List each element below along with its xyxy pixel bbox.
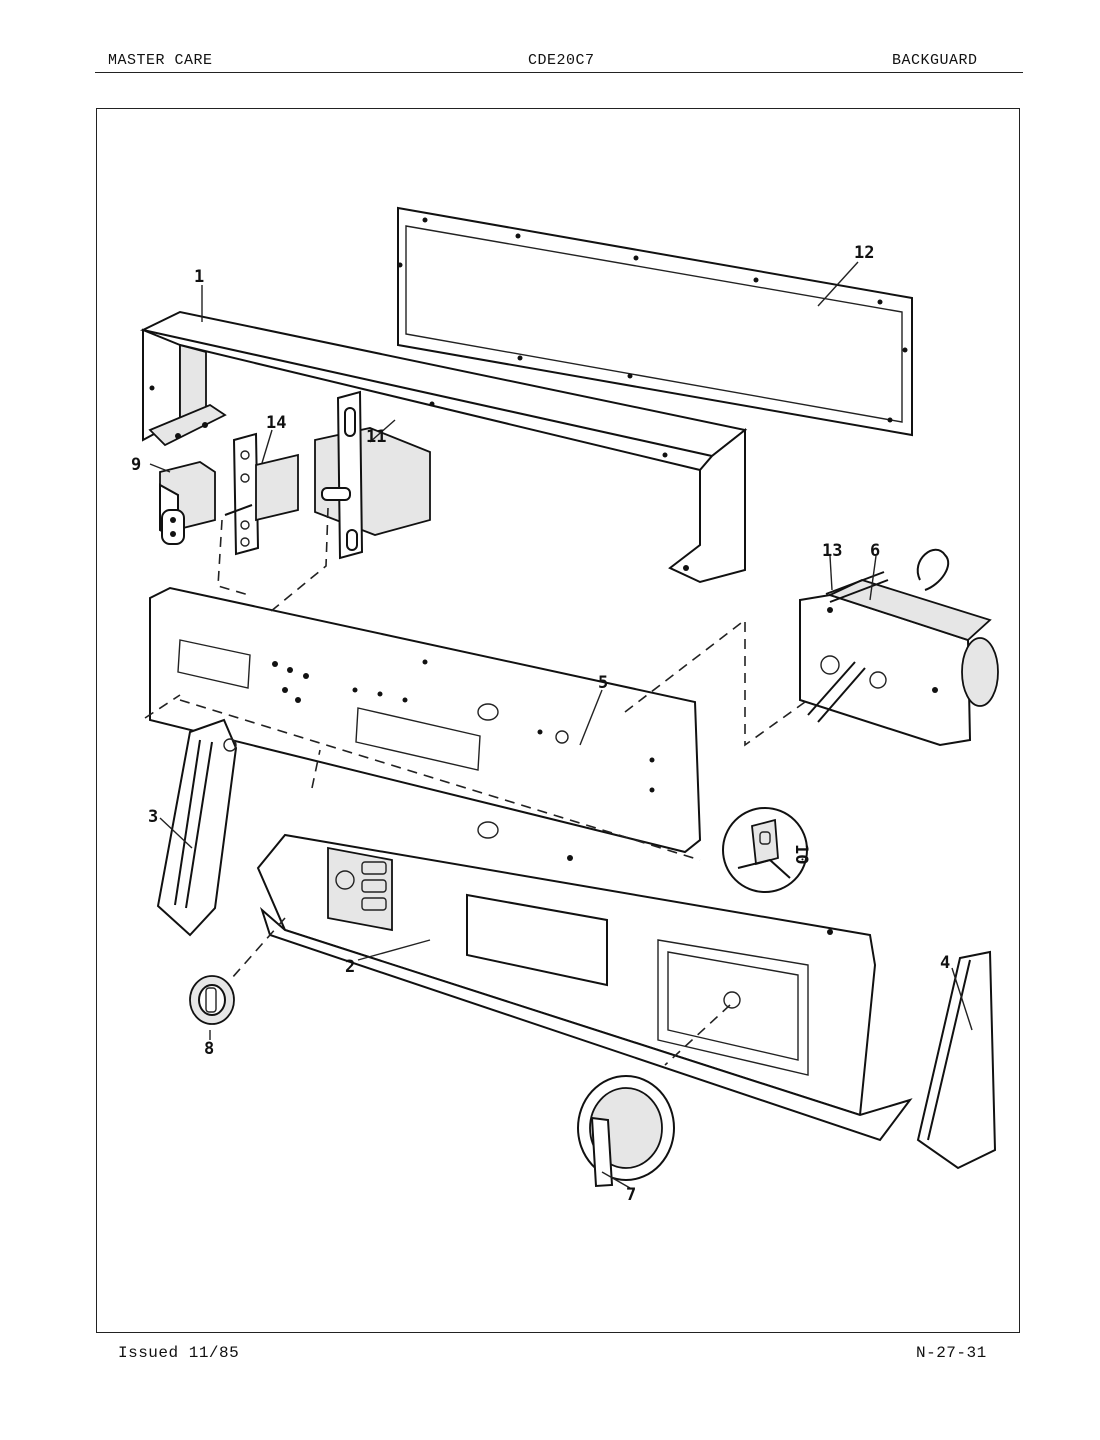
- callout-11: 11: [366, 427, 386, 447]
- callout-3: 3: [148, 807, 158, 827]
- part-13-link: [825, 571, 889, 603]
- part-1-top-channel: [139, 310, 748, 584]
- part-8-small-knob: [189, 975, 235, 1025]
- assembly-guide-lines: [144, 507, 806, 1066]
- callout-7: 7: [626, 1185, 636, 1205]
- callout-12: 12: [854, 243, 874, 263]
- part-10-clip-detail: [722, 807, 808, 893]
- callout-4: 4: [940, 953, 950, 973]
- part-4-end-cap-right: [916, 950, 997, 1170]
- callout-labels: 1 2 3 4 5 6 7 8 9 10 11 12 13 14: [131, 243, 950, 1205]
- callout-9: 9: [131, 455, 141, 475]
- footer-page-code: N-27-31: [916, 1344, 987, 1362]
- leader-lines: [149, 261, 973, 1189]
- header-brand: MASTER CARE: [108, 52, 213, 69]
- callout-1: 1: [194, 267, 204, 287]
- callout-14: 14: [266, 413, 286, 433]
- callout-2: 2: [345, 957, 355, 977]
- diagram-frame: [96, 108, 1020, 1333]
- callout-10: 10: [791, 844, 811, 864]
- callout-8: 8: [204, 1039, 214, 1059]
- footer-issued: Issued 11/85: [118, 1344, 240, 1362]
- callout-13: 13: [822, 541, 842, 561]
- part-6-timer: [799, 548, 999, 747]
- header-rule: [95, 72, 1023, 73]
- part-14-bracket: [224, 432, 299, 556]
- part-3-end-cap-left: [156, 718, 238, 937]
- part-7-large-knob: [577, 1075, 675, 1188]
- part-11-switch: [314, 390, 431, 560]
- part-5-panel-plate: [149, 586, 702, 854]
- callout-5: 5: [598, 673, 608, 693]
- header-model: CDE20C7: [528, 52, 595, 69]
- part-9-relay: [159, 461, 216, 545]
- header-section: BACKGUARD: [892, 52, 978, 69]
- part-2-control-panel: [256, 833, 913, 1142]
- part-12-gasket-frame: [397, 206, 913, 437]
- callout-6: 6: [870, 541, 880, 561]
